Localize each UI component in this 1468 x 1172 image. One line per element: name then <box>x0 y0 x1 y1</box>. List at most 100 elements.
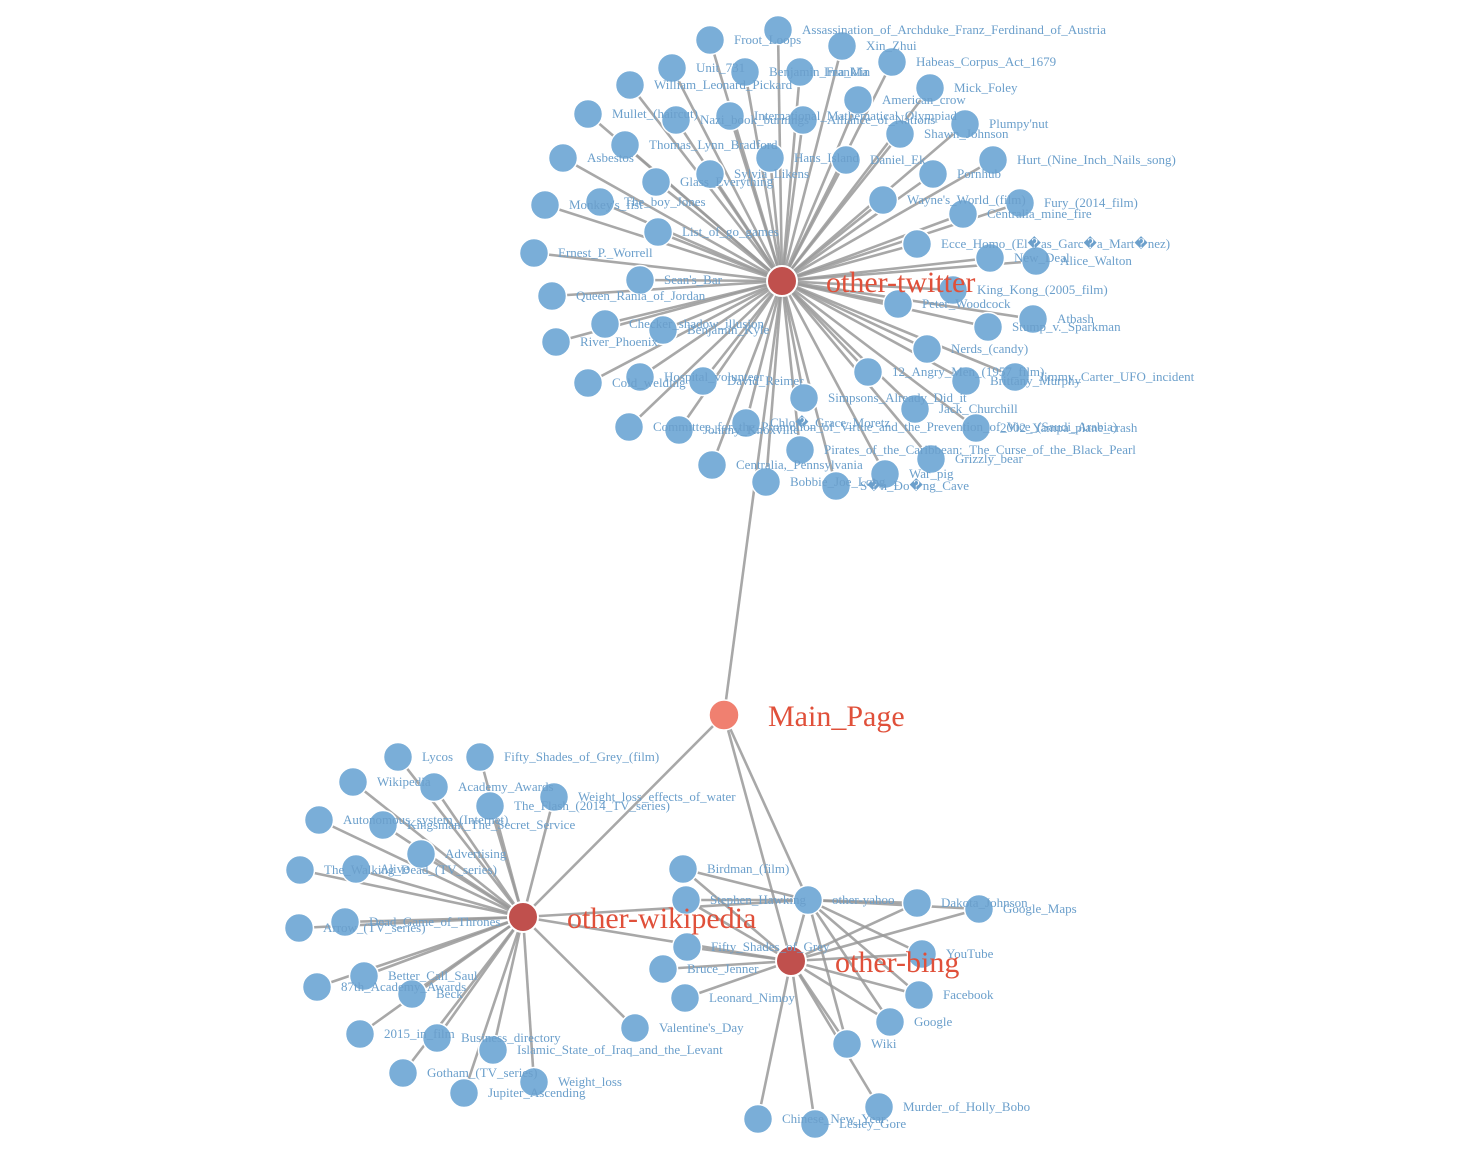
node-mick-foley[interactable] <box>914 72 946 104</box>
hub-node-other-bing[interactable] <box>775 945 807 977</box>
node-gotham-tv-series[interactable] <box>387 1057 419 1089</box>
node-new-deal[interactable] <box>974 242 1006 274</box>
node-alice-walton[interactable] <box>1020 245 1052 277</box>
node-cold-welding[interactable] <box>572 367 604 399</box>
node-king-kong-2005-film[interactable] <box>937 274 969 306</box>
node-wikipedia[interactable] <box>337 766 369 798</box>
node-murder-of-holly-bobo[interactable] <box>863 1091 895 1123</box>
node-fifty-shades-of-grey-film[interactable] <box>464 741 496 773</box>
node-hurt-nine-inch-nails-song[interactable] <box>977 144 1009 176</box>
node-12-angry-men-1957-film[interactable] <box>852 356 884 388</box>
node-committee-for-the-promotion-of-virtue-and-the-prevention-of-vice-saudi-arabia[interactable] <box>613 411 645 443</box>
node-wayne-s-world-film[interactable] <box>867 184 899 216</box>
node-nazi-book-burnings[interactable] <box>660 104 692 136</box>
node-better-call-saul[interactable] <box>348 960 380 992</box>
hub-node-other-wikipedia[interactable] <box>507 901 539 933</box>
node-fifty-shades-of-grey[interactable] <box>671 931 703 963</box>
node-facebook[interactable] <box>903 979 935 1011</box>
node-google[interactable] <box>874 1006 906 1038</box>
node-asbestos[interactable] <box>547 142 579 174</box>
node-international-mathematical-olympiad[interactable] <box>714 100 746 132</box>
node-ernest-p-worrell[interactable] <box>518 237 550 269</box>
node-87th-academy-awards[interactable] <box>301 971 333 1003</box>
node-american-crow[interactable] <box>842 84 874 116</box>
node-daniel-ek[interactable] <box>830 144 862 176</box>
node-2015-in-film[interactable] <box>344 1018 376 1050</box>
node-xin-zhui[interactable] <box>826 30 858 62</box>
node-google-maps[interactable] <box>963 893 995 925</box>
node-lesley-gore[interactable] <box>799 1108 831 1140</box>
node-william-leonard-pickard[interactable] <box>614 69 646 101</box>
node-valentine-s-day[interactable] <box>619 1012 651 1044</box>
node-ecce-homo-el-as-garc-a-mart-nez[interactable] <box>901 228 933 260</box>
node-checker-shadow-illusion[interactable] <box>589 308 621 340</box>
node-nerds-candy[interactable] <box>911 333 943 365</box>
node-alliance-of-nations[interactable] <box>787 104 819 136</box>
node-birdman-film[interactable] <box>667 853 699 885</box>
node-the-boy-jones[interactable] <box>584 186 616 218</box>
node-dakota-johnson[interactable] <box>901 887 933 919</box>
node-ima-ma[interactable] <box>784 56 816 88</box>
hub-node-other-twitter[interactable] <box>766 265 798 297</box>
node-unit-731[interactable] <box>656 52 688 84</box>
node-alive[interactable] <box>340 853 372 885</box>
node-jimmy-carter-ufo-incident[interactable] <box>999 361 1031 393</box>
node-s-n-o-ng-cave[interactable] <box>820 470 852 502</box>
node-centralia-pennsylvania[interactable] <box>696 449 728 481</box>
node-benjamin-franklin[interactable] <box>729 56 761 88</box>
node-jupiter-ascending[interactable] <box>448 1077 480 1109</box>
node-war-pig[interactable] <box>869 458 901 490</box>
node-hospital-volunteer[interactable] <box>624 361 656 393</box>
node-wiki[interactable] <box>831 1028 863 1060</box>
node-monkey-s-fist[interactable] <box>529 189 561 221</box>
node-the-flash-2014-tv-series[interactable] <box>474 790 506 822</box>
node-sylvia-likens[interactable] <box>694 158 726 190</box>
node-autonomous-system-internet[interactable] <box>303 804 335 836</box>
node-river-phoenix[interactable] <box>540 326 572 358</box>
node-academy-awards[interactable] <box>418 771 450 803</box>
node-benjamin-kyle[interactable] <box>647 314 679 346</box>
node-2002-yampa-plane-crash[interactable] <box>960 412 992 444</box>
node-list-of-go-games[interactable] <box>642 216 674 248</box>
node-sean-s-bar[interactable] <box>624 264 656 296</box>
node-islamic-state-of-iraq-and-the-levant[interactable] <box>477 1034 509 1066</box>
node-beck[interactable] <box>396 978 428 1010</box>
node-plumpy-nut[interactable] <box>949 108 981 140</box>
node-bruce-jenner[interactable] <box>647 953 679 985</box>
node-weight-loss-effects-of-water[interactable] <box>538 781 570 813</box>
node-chinese-new-year[interactable] <box>742 1103 774 1135</box>
node-johnny-knoxville[interactable] <box>663 414 695 446</box>
node-advertising[interactable] <box>405 838 437 870</box>
node-stump-v-sparkman[interactable] <box>972 311 1004 343</box>
node-queen-rania-of-jordan[interactable] <box>536 280 568 312</box>
node-thomas-lynn-bradford[interactable] <box>609 129 641 161</box>
node-pornhub[interactable] <box>917 158 949 190</box>
node-hans-island[interactable] <box>754 142 786 174</box>
node-chlo-grace-moretz[interactable] <box>730 407 762 439</box>
node-froot-loops[interactable] <box>694 24 726 56</box>
node-peter-woodcock[interactable] <box>882 288 914 320</box>
node-arrow-tv-series[interactable] <box>283 912 315 944</box>
node-kingsman-the-secret-service[interactable] <box>367 809 399 841</box>
node-centralia-mine-fire[interactable] <box>947 198 979 230</box>
node-shawn-johnson[interactable] <box>884 118 916 150</box>
node-weight-loss[interactable] <box>518 1066 550 1098</box>
node-assassination-of-archduke-franz-ferdinand-of-austria[interactable] <box>762 14 794 46</box>
node-brittany-murphy[interactable] <box>950 365 982 397</box>
node-jack-churchill[interactable] <box>899 393 931 425</box>
node-the-walking-dead-tv-series[interactable] <box>284 854 316 886</box>
node-pirates-of-the-caribbean-the-curse-of-the-black-pearl[interactable] <box>784 434 816 466</box>
node-fury-2014-film[interactable] <box>1004 187 1036 219</box>
hub-node-other-yahoo[interactable] <box>792 884 824 916</box>
node-glass-everything[interactable] <box>640 166 672 198</box>
node-simpsons-already-did-it[interactable] <box>788 382 820 414</box>
node-bobbie-joe-long[interactable] <box>750 466 782 498</box>
node-david-reimer[interactable] <box>687 365 719 397</box>
root-node-main-page[interactable] <box>708 699 740 731</box>
node-atbash[interactable] <box>1017 303 1049 335</box>
node-youtube[interactable] <box>906 938 938 970</box>
node-lycos[interactable] <box>382 741 414 773</box>
node-business-directory[interactable] <box>421 1022 453 1054</box>
node-habeas-corpus-act-1679[interactable] <box>876 46 908 78</box>
node-dead-game-of-thrones[interactable] <box>329 906 361 938</box>
